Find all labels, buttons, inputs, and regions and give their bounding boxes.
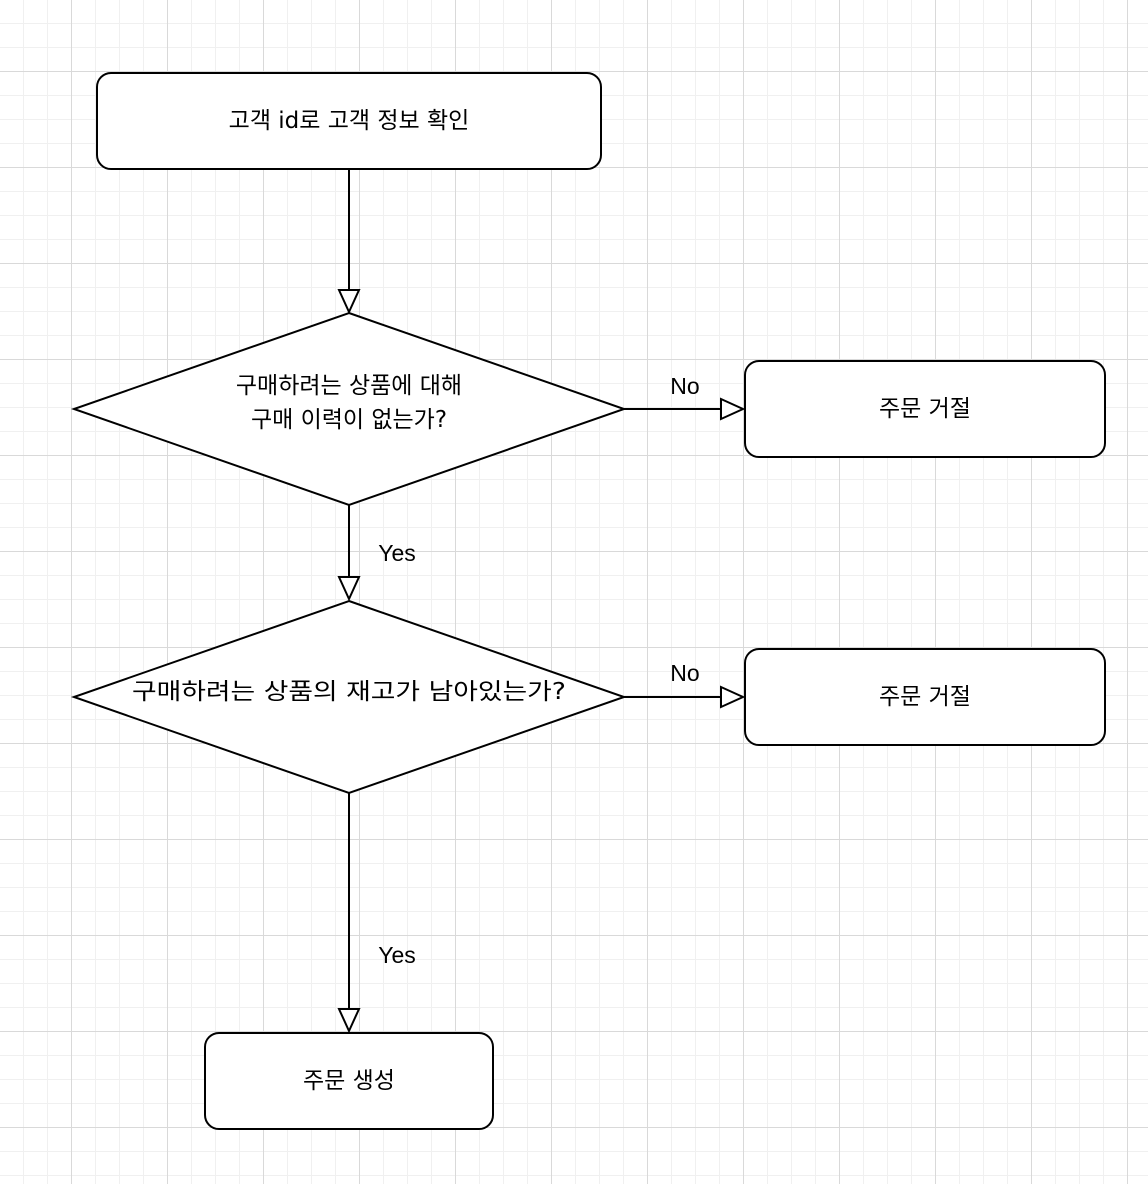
node-decision-stock[interactable]: 구매하려는 상품의 재고가 남아있는가? [70,599,628,795]
arrowhead-icon [720,685,746,709]
edge-label-history-no: No [670,373,699,399]
node-decision-history-line1: 구매하려는 상품에 대해 [236,373,462,399]
node-reject-2-label: 주문 거절 [879,684,971,710]
node-create-order[interactable]: 주문 생성 [204,1032,494,1130]
node-check-customer[interactable]: 고객 id로 고객 정보 확인 [96,72,602,170]
edge-label-stock-no: No [670,660,699,686]
edge-label-history-yes: Yes [378,540,416,566]
node-decision-history[interactable]: 구매하려는 상품에 대해 구매 이력이 없는가? [70,311,628,507]
node-decision-stock-label: 구매하려는 상품의 재고가 남아있는가? [132,679,566,705]
arrowhead-icon [720,397,746,421]
arrowhead-icon [337,289,361,315]
edge-stock-no [624,685,746,709]
node-create-order-label: 주문 생성 [303,1068,395,1094]
node-decision-history-line2: 구매 이력이 없는가? [251,407,447,433]
node-reject-2[interactable]: 주문 거절 [744,648,1106,746]
node-reject-1[interactable]: 주문 거절 [744,360,1106,458]
edge-history-no [624,397,746,421]
arrowhead-icon [337,1008,361,1034]
edge-history-yes [337,505,361,602]
edge-stock-yes [337,793,361,1034]
node-check-customer-label: 고객 id로 고객 정보 확인 [229,108,470,134]
arrowhead-icon [337,576,361,602]
edge-label-stock-yes: Yes [378,942,416,968]
node-reject-1-label: 주문 거절 [879,396,971,422]
edge-check-to-history [337,169,361,315]
